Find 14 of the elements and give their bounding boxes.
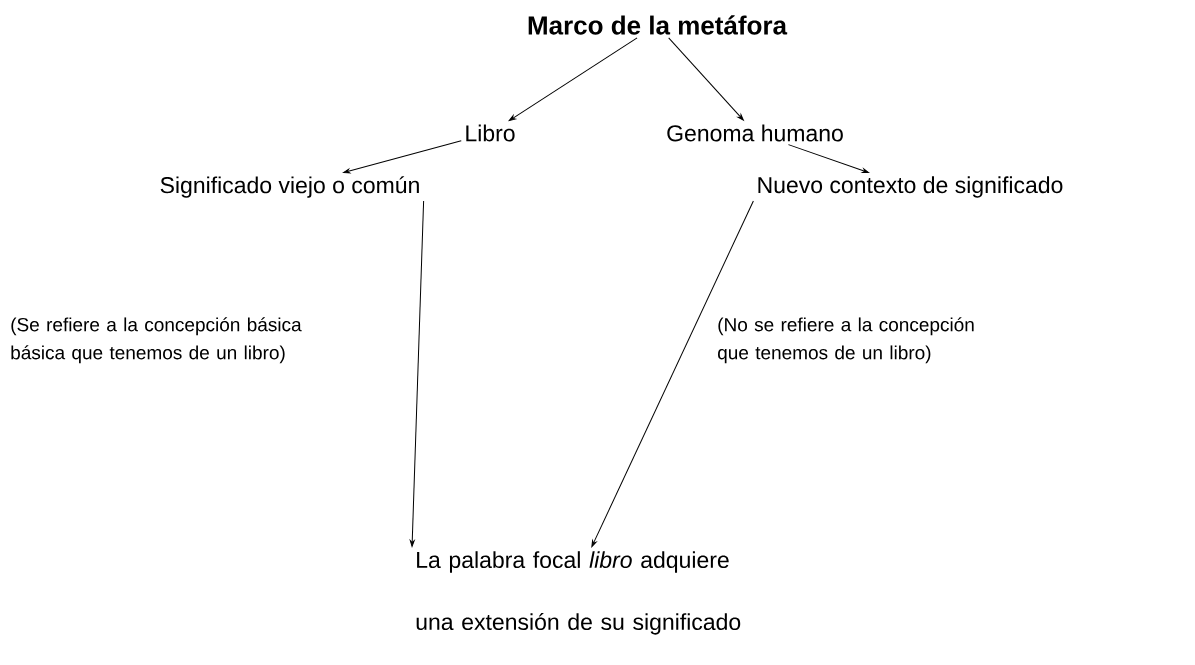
- node-text: La palabra focal libro adquiere una extensión de su significado: [416, 551, 741, 635]
- arrow: [343, 140, 462, 174]
- note-text: (No se refiere a la concepción que tenemos de un libro): [718, 317, 974, 364]
- node-text: Nuevo contexto de significado: [758, 176, 1063, 198]
- arrow: [668, 37, 744, 121]
- node-text: Libro: [466, 124, 515, 142]
- node-text: Significado viejo o común: [160, 176, 419, 198]
- node-text: Genoma humano: [667, 124, 843, 142]
- arrow: [508, 37, 638, 121]
- arrow: [787, 144, 870, 174]
- arrow: [409, 200, 425, 547]
- arrow: [591, 200, 754, 548]
- heading-text: Marco de la metáfora: [528, 15, 788, 35]
- note-text: (Se refiere a la concepción básica básica que tenemos de un libro): [11, 317, 302, 364]
